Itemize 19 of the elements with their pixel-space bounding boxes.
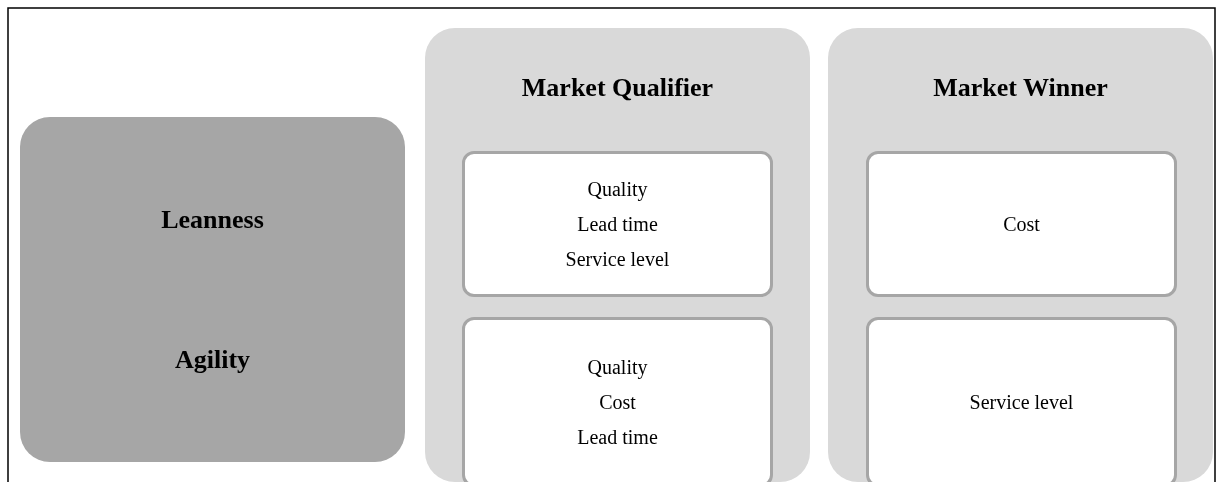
- row-heading: Agility: [173, 345, 252, 375]
- criterion-text: Quality: [586, 177, 649, 201]
- group-panel: [828, 28, 1213, 482]
- criterion-text: Quality: [586, 355, 649, 379]
- row-heading: Leanness: [160, 205, 265, 235]
- panel-heading: Market Winner: [932, 73, 1109, 103]
- criteria-box: [462, 317, 773, 482]
- criterion-text: Cost: [1002, 212, 1041, 236]
- category-box: [20, 117, 405, 462]
- criterion-text: Cost: [598, 390, 637, 414]
- criterion-text: Service level: [968, 390, 1075, 414]
- criteria-box: [866, 317, 1177, 482]
- criterion-text: Lead time: [576, 425, 659, 449]
- criteria-box: [866, 151, 1177, 297]
- criteria-box: [462, 151, 773, 297]
- criterion-text: Lead time: [576, 212, 659, 236]
- criterion-text: Service level: [564, 247, 671, 271]
- group-panel: [425, 28, 810, 482]
- panel-heading: Market Qualifier: [520, 73, 715, 103]
